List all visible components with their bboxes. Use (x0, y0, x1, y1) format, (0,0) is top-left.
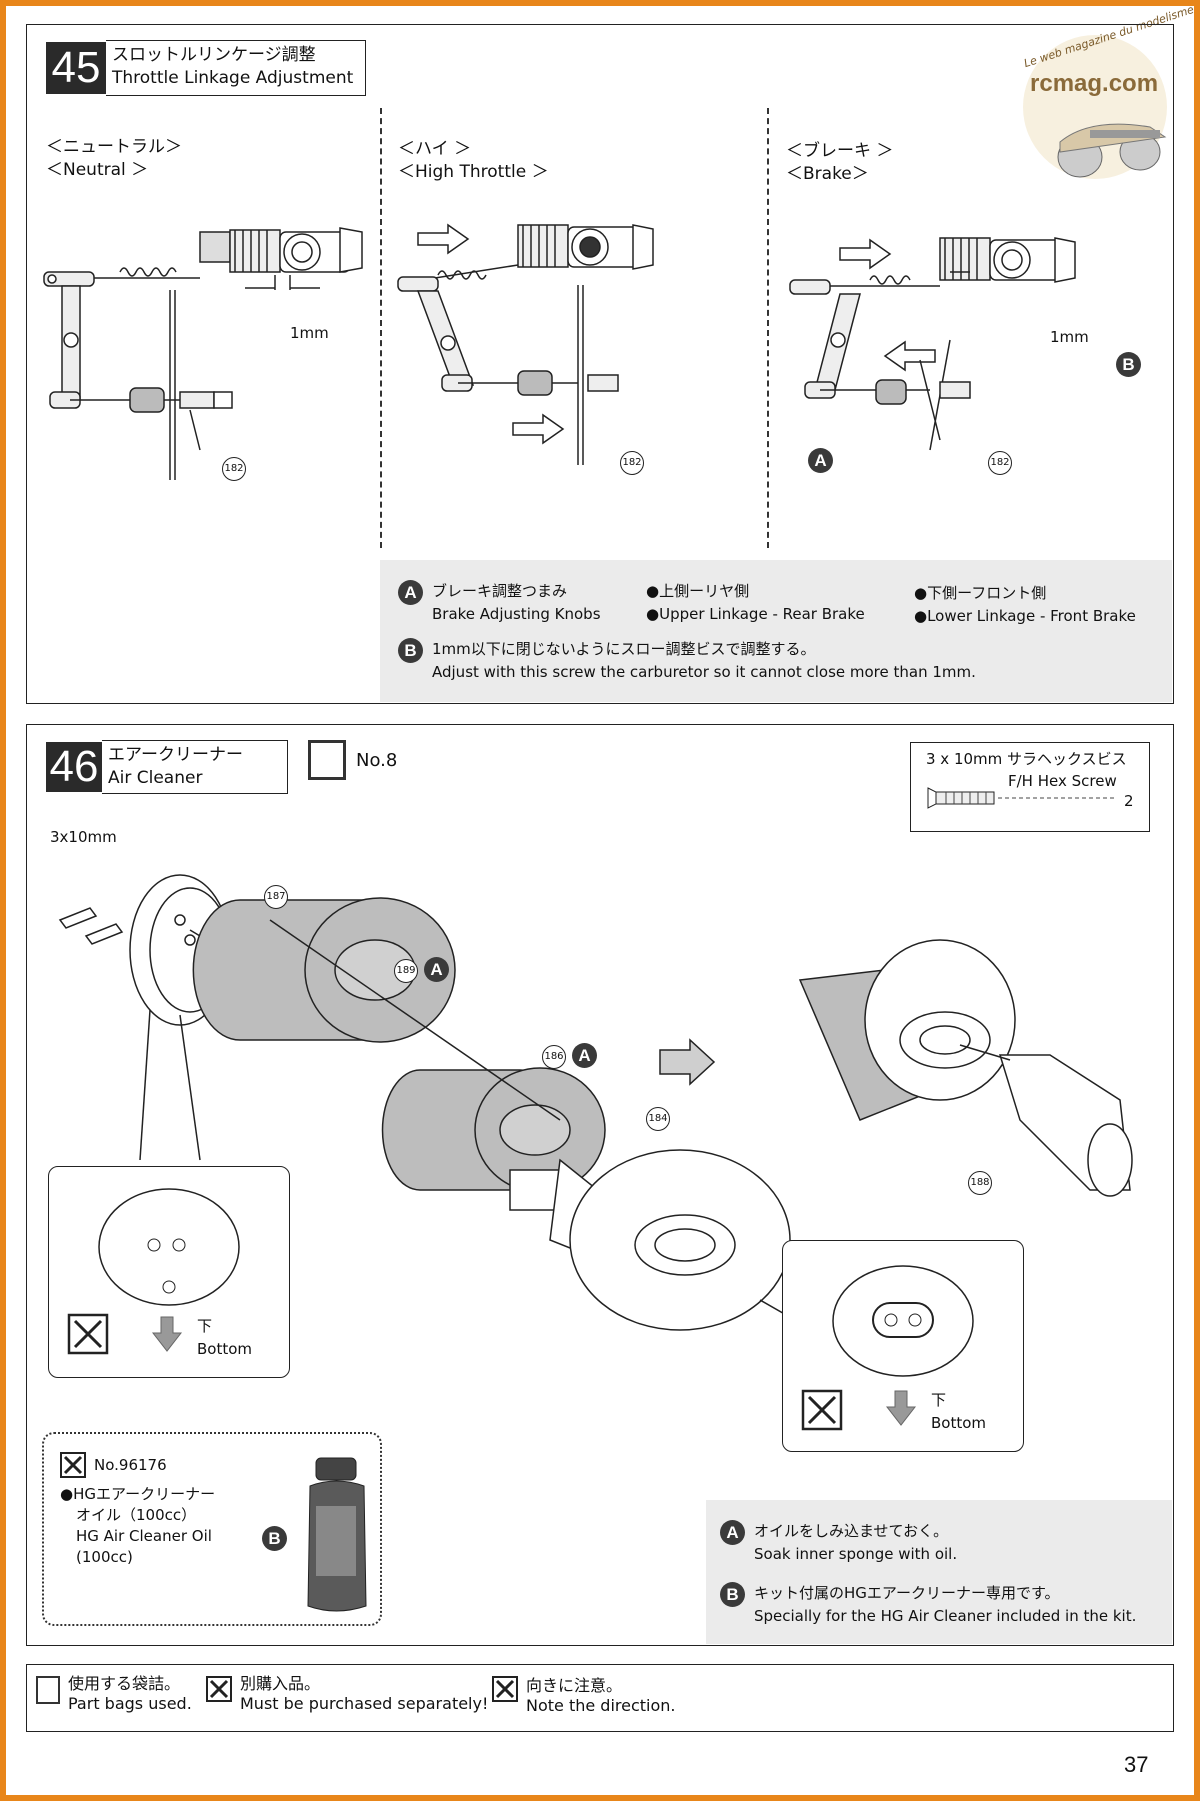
note46-a-text: オイルをしみ込ませておく。Soak inner sponge with oil. (754, 1522, 958, 1563)
step-46-title-en: Air Cleaner (108, 768, 203, 788)
inset-left-part-icon (67, 1188, 240, 1355)
note-a-badge: A (398, 580, 423, 605)
step-46-title-jp: エアークリーナー (108, 745, 243, 765)
watermark-site: rcmag.com (1030, 70, 1159, 97)
watermark-car-icon (1023, 35, 1167, 179)
brake-marker-b: B (1116, 352, 1141, 377)
note-b-text: 1mm以下に閉じないようにスロー調整ビスで調整する。Adjust with th… (432, 640, 976, 681)
part-186: 186 (542, 1044, 566, 1069)
step-46-notes-box (706, 1500, 1172, 1644)
brake-gap-label: 1mm (1050, 328, 1089, 346)
step-46-number: 46 (46, 742, 102, 792)
brake-part-182: 182 (988, 450, 1012, 475)
brake-linkage-diagram (789, 237, 1076, 451)
step-45-title-en: Throttle Linkage Adjustment (112, 68, 354, 88)
screw-en: F/H Hex Screw (1008, 772, 1117, 790)
note46-b-badge: B (720, 1582, 745, 1607)
oil-box (42, 1432, 382, 1626)
divider-1 (380, 108, 382, 548)
watermark: Le web magazine du modelisme rcmag.com (1000, 3, 1196, 192)
note-upper-text: ●上側ーリヤ側●Upper Linkage - Rear Brake (646, 582, 865, 623)
brake-marker-a: A (808, 448, 833, 473)
brake-label-en: ＜Brake＞ (786, 164, 869, 184)
neutral-linkage-diagram (43, 227, 363, 480)
step-45-panel (26, 24, 1174, 704)
oil-marker-b: B (262, 1526, 287, 1551)
inset-right-part-icon (801, 1265, 974, 1431)
oil-bottle-icon (307, 1457, 367, 1612)
separate-purchase-icon (60, 1452, 86, 1478)
step-45-number: 45 (46, 42, 106, 94)
oil-description: ●HGエアークリーナー オイル（100cc） HG Air Cleaner Oi… (60, 1485, 216, 1566)
step-45-title-jp: スロットルリンケージ調整 (112, 45, 316, 65)
note46-a-badge: A (720, 1520, 745, 1545)
high-label-jp: ＜ハイ ＞ (398, 139, 472, 159)
high-label: ＜ハイ ＞ ＜High Throttle ＞ (398, 138, 549, 184)
air-cleaner-diagram (58, 874, 1133, 1341)
step-46-panel (26, 724, 1174, 1646)
marker-a-189: A (424, 957, 449, 982)
neutral-part-182: 182 (222, 456, 246, 481)
neutral-gap-label: 1mm (290, 324, 329, 342)
screw-size-label: 3x10mm (50, 828, 117, 846)
screw-qty: 2 (1124, 792, 1134, 810)
part-188: 188 (968, 1170, 992, 1195)
bag-number: No.8 (356, 750, 398, 771)
neutral-label-jp: ＜ニュートラル＞ (46, 137, 182, 157)
oil-number: No.96176 (94, 1456, 167, 1474)
legend-direction-text: 向きに注意。Note the direction. (526, 1676, 676, 1715)
high-part-182: 182 (620, 450, 644, 475)
high-label-en: ＜High Throttle ＞ (398, 162, 549, 182)
note-b-badge: B (398, 638, 423, 663)
step-46-title: エアークリーナー Air Cleaner (102, 740, 288, 794)
legend-bag-icon (36, 1676, 60, 1704)
legend-bar (26, 1664, 1174, 1732)
divider-2 (767, 108, 769, 548)
brake-label: ＜ブレーキ ＞ ＜Brake＞ (786, 140, 893, 186)
part-187: 187 (264, 884, 288, 909)
part-189: 189 (394, 958, 418, 983)
high-linkage-diagram (397, 223, 654, 465)
step-45-notes-box (380, 560, 1172, 702)
bag-icon (308, 740, 346, 780)
part-184: 184 (646, 1106, 670, 1131)
step-45-title: スロットルリンケージ調整 Throttle Linkage Adjustment (106, 40, 366, 96)
screw-box (910, 742, 1150, 832)
screw-icon (927, 787, 1116, 809)
legend-bag-text: 使用する袋詰。Part bags used. (68, 1674, 192, 1713)
legend-separate-icon (206, 1676, 232, 1702)
neutral-label-en: ＜Neutral ＞ (46, 160, 149, 180)
neutral-label: ＜ニュートラル＞ ＜Neutral ＞ (46, 136, 182, 182)
brake-label-jp: ＜ブレーキ ＞ (786, 141, 894, 161)
legend-separate-text: 別購入品。Must be purchased separately! (240, 1674, 489, 1713)
screw-jp: 3 x 10mm サラヘックスビス (926, 750, 1127, 768)
note46-b-text: キット付属のHGエアークリーナー専用です。Specially for the H… (754, 1584, 1137, 1625)
marker-a-186: A (572, 1043, 597, 1068)
note-lower-text: ●下側ーフロント側●Lower Linkage - Front Brake (914, 584, 1136, 625)
legend-direction-icon (492, 1676, 518, 1702)
page-number: 37 (1124, 1752, 1149, 1777)
